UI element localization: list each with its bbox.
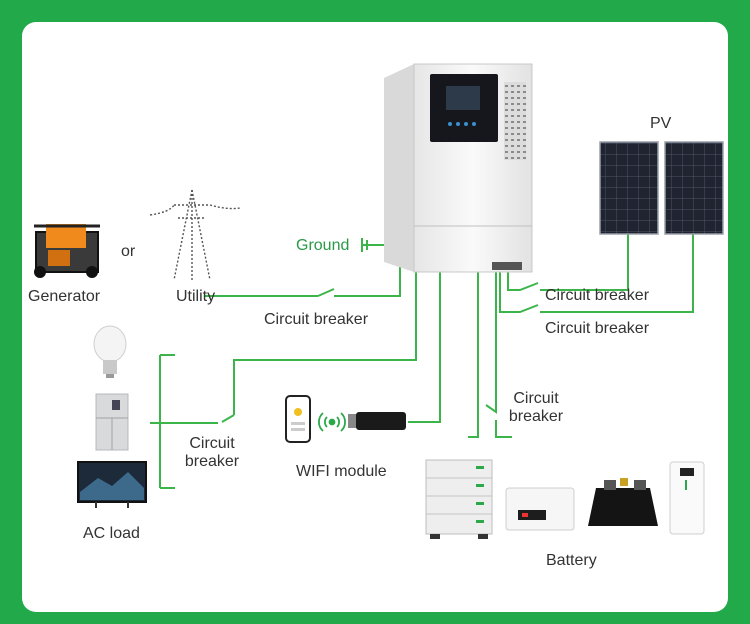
battery-wire-a bbox=[468, 270, 479, 438]
pv-panel-2 bbox=[664, 141, 724, 235]
or-label: or bbox=[121, 243, 136, 260]
utility-pole-icon bbox=[149, 189, 241, 281]
pv-panels bbox=[599, 141, 724, 235]
utility-wire-to-inverter bbox=[334, 260, 401, 297]
ac-load-label: AC load bbox=[83, 525, 140, 542]
wifi-dongle-icon bbox=[348, 412, 406, 430]
pv-circuit-breaker-bottom-label: Circuit breaker bbox=[545, 320, 650, 337]
lithium-battery-pack-icon bbox=[588, 478, 658, 526]
ground-symbol bbox=[361, 238, 384, 252]
refrigerator-icon bbox=[95, 393, 129, 451]
wiring bbox=[150, 234, 694, 489]
inverter-vent bbox=[504, 82, 526, 160]
pv-wire-top bbox=[507, 234, 629, 291]
wall-battery-icon bbox=[505, 487, 575, 531]
phone-icon bbox=[285, 395, 311, 443]
pv-label: PV bbox=[650, 115, 672, 132]
pv-panel-1 bbox=[599, 141, 659, 235]
wifi-signal-icon bbox=[318, 412, 346, 432]
acload-circuit-breaker-label: Circuit breaker bbox=[184, 435, 240, 470]
battery-stack-icon bbox=[425, 459, 493, 539]
tv-icon bbox=[77, 461, 147, 508]
acload-breaker-switch bbox=[221, 414, 235, 423]
utility-label: Utility bbox=[176, 288, 216, 305]
wifi-module-label: WIFI module bbox=[296, 463, 387, 480]
acload-bus-ticks bbox=[160, 354, 175, 489]
generator-icon bbox=[34, 224, 100, 278]
battery-breaker-switch bbox=[485, 270, 497, 414]
utility-circuit-breaker-label: Circuit breaker bbox=[264, 311, 369, 328]
bulb-icon bbox=[93, 325, 127, 378]
tower-battery-icon bbox=[669, 461, 705, 535]
generator-label: Generator bbox=[28, 288, 101, 305]
ground-label: Ground bbox=[296, 237, 350, 254]
battery-label: Battery bbox=[546, 552, 597, 569]
battery-circuit-breaker-label: Circuit breaker bbox=[508, 390, 564, 425]
acload-wire bbox=[233, 260, 417, 415]
wifi-wire bbox=[408, 266, 441, 423]
utility-breaker-switch bbox=[317, 288, 335, 297]
pv-circuit-breaker-top-label: Circuit breaker bbox=[545, 287, 650, 304]
battery-wire-b bbox=[495, 420, 512, 438]
pv-wire-bottom bbox=[499, 234, 694, 313]
inverter-unit bbox=[384, 63, 533, 273]
inverter-lcd-screen bbox=[446, 86, 480, 110]
